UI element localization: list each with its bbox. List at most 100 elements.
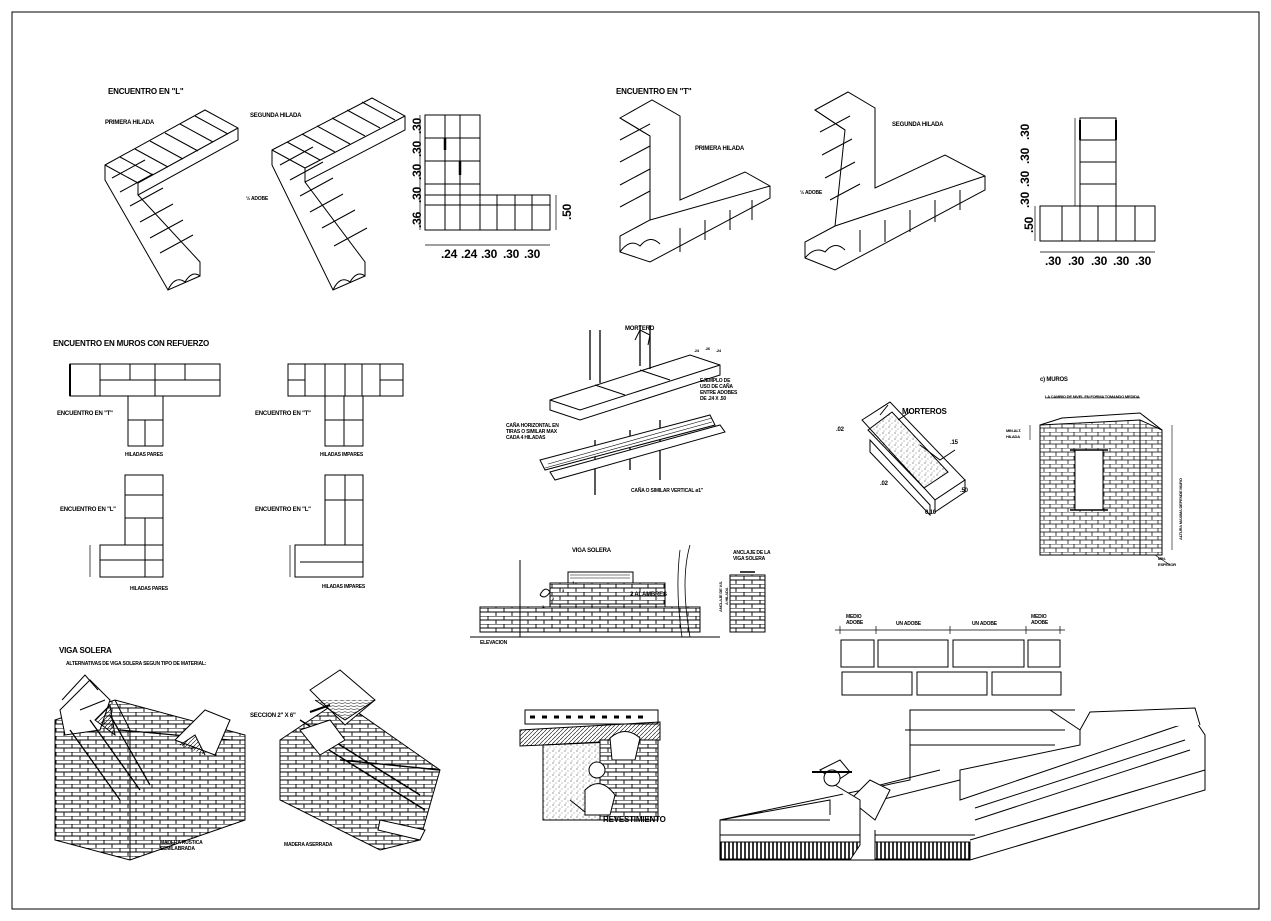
adobe-layout-diagram <box>835 626 1065 696</box>
anchor-title-line-1: ANCLAJE DE LA <box>733 550 771 556</box>
coating-title: REVESTIMIENTO <box>603 815 666 824</box>
l-dim-h-4: .30 <box>503 247 520 261</box>
cane-reinforcement-isometric <box>539 325 726 495</box>
t-junction-plan-grid <box>1034 117 1156 253</box>
cane-example-line-4: DE .24 X .50 <box>700 396 726 402</box>
t-dim-v-4: .30 <box>1018 191 1032 208</box>
reinforced-t-odd-plan <box>287 363 404 447</box>
bond-beam-title: VIGA SOLERA <box>59 646 112 655</box>
mortars-isometric <box>861 401 966 517</box>
l-dim-h-3: .30 <box>481 247 498 261</box>
cane-dim-1: .24 <box>694 348 699 353</box>
l-half-adobe-label: ½ ADOBE <box>246 196 269 202</box>
l-first-course-label: PRIMERA HILADA <box>105 120 154 126</box>
walls-bottom-line-2: ESPESOR <box>1158 562 1176 567</box>
anchor-title-line-2: VIGA SOLERA <box>733 556 766 562</box>
odd-courses-label-2: HILADAS IMPARES <box>322 584 366 590</box>
rustic-wood-line-2: SEMILABRADA <box>160 846 195 852</box>
adobe-wall-construction-isometric <box>719 707 1206 861</box>
walls-left-line-1: MIN.ALT. <box>1006 428 1021 433</box>
mortars-dim-4: .15 <box>950 440 958 446</box>
rustic-wood-note: MADERA RUSTICA SEMILABRADA <box>160 840 203 852</box>
l-dim-v-4: .30 <box>410 186 424 203</box>
reinforced-t-even-label: ENCUENTRO EN "T" <box>57 411 113 417</box>
sheet-border <box>11 11 1260 910</box>
cane-example-line-1: EJEMPLO DE <box>700 378 731 384</box>
bond-beam-elevation <box>470 544 766 638</box>
elev-num-1: 1 <box>542 604 545 609</box>
rustic-wood-line-1: MADERA RUSTICA <box>160 840 203 846</box>
mortars-title: MORTEROS <box>902 407 947 416</box>
cane-horizontal-line-3: CADA 4 HILADAS <box>506 435 546 441</box>
cane-example-line-2: USO DE CAÑA <box>700 384 733 390</box>
l-dim-h-1: .24 <box>441 247 458 261</box>
mortars-dim-5: 0.10 <box>925 510 936 516</box>
l-dim-v-3: .30 <box>410 163 424 180</box>
l-junction-title: ENCUENTRO EN "L" <box>108 87 184 96</box>
t-dim-v-3: .30 <box>1018 170 1032 187</box>
layout-half-adobe-left: MEDIO ADOBE <box>846 614 863 626</box>
cane-dim-2: .26 <box>705 346 710 351</box>
reinforced-t-odd-label: ENCUENTRO EN "T" <box>255 411 311 417</box>
t-dim-v-1: .30 <box>1018 123 1032 140</box>
walls-bottom-note: MIN. ESPESOR <box>1158 556 1176 568</box>
mortar-label: MORTERO <box>625 326 655 332</box>
l-dim-v-5: .36 <box>410 211 424 228</box>
reinforced-l-odd-plan <box>289 474 364 578</box>
reinforced-l-odd-label: ENCUENTRO EN "L" <box>255 507 311 513</box>
walls-left-line-2: HILADA <box>1006 434 1020 439</box>
even-courses-label-2: HILADAS PARES <box>130 586 168 592</box>
elev-num-2: 2 <box>552 596 555 601</box>
t-junction-title: ENCUENTRO EN "T" <box>616 87 692 96</box>
layout-half-left-line-2: ADOBE <box>846 620 864 626</box>
layout-half-right-line-1: MEDIO <box>1031 614 1047 620</box>
elev-num-3: 3 <box>562 588 565 593</box>
l-dim-v-2: .30 <box>410 140 424 157</box>
cane-example-line-3: ENTRE ADOBES <box>700 390 738 396</box>
layout-one-adobe-2: UN ADOBE <box>972 621 997 627</box>
mortars-dim-2: .02 <box>880 481 888 487</box>
t-dim-h-2: .30 <box>1068 254 1085 268</box>
reinforced-l-even-label: ENCUENTRO EN "L" <box>60 507 116 513</box>
odd-courses-label: HILADAS IMPARES <box>320 452 364 458</box>
elev-wires-label: 2 ALAMBRES <box>630 592 667 598</box>
t-dim-h-4: .30 <box>1113 254 1130 268</box>
cane-vertical-note: CAÑA O SIMILAR VERTICAL ø1" <box>631 488 703 494</box>
sawn-wood-label: MADERA ASERRADA <box>284 842 333 848</box>
l-dim-h-5: .30 <box>524 247 541 261</box>
layout-one-adobe-1: UN ADOBE <box>896 621 921 627</box>
l-second-course-label: SEGUNDA HILADA <box>250 113 302 119</box>
t-dim-h-1: .30 <box>1045 254 1062 268</box>
bond-beam-subtitle: ALTERNATIVAS DE VIGA SOLERA SEGUN TIPO D… <box>66 661 207 667</box>
l-dim-h-2: .24 <box>461 247 478 261</box>
reinforced-l-even-plan <box>89 474 164 578</box>
cane-dim-3: .24 <box>716 348 721 353</box>
t-dim-h-5: .30 <box>1135 254 1152 268</box>
t-first-course-label: PRIMERA HILADA <box>695 146 744 152</box>
coating-drawing <box>519 709 661 821</box>
t-junction-first-course-drawing <box>619 99 771 263</box>
t-dim-h-3: .30 <box>1091 254 1108 268</box>
cane-horizontal-line-1: CAÑA HORIZONTAL EN <box>506 423 559 429</box>
layout-half-left-line-1: MEDIO <box>846 614 862 620</box>
t-junction-second-course-drawing <box>804 91 986 271</box>
elev-elevation-label: ELEVACION <box>480 640 507 646</box>
walls-title: c) MUROS <box>1040 377 1068 383</box>
t-second-course-label: SEGUNDA HILADA <box>892 122 944 128</box>
elev-num-4: 4 <box>572 580 575 585</box>
bond-beam-section-label: SECCION 2" X 6" <box>250 713 296 719</box>
layout-half-right-line-2: ADOBE <box>1031 620 1049 626</box>
layout-half-adobe-right: MEDIO ADOBE <box>1031 614 1048 626</box>
l-junction-plan-grid <box>419 114 557 246</box>
cane-horizontal-note: CAÑA HORIZONTAL EN TIRAS O SIMILAR MAX C… <box>506 423 559 441</box>
walls-top-note: LA CAMBIO DE NIVEL EN FORMA TOMANDO MEDI… <box>1045 394 1140 399</box>
t-dim-v-2: .30 <box>1018 147 1032 164</box>
even-courses-label: HILADAS PARES <box>125 452 163 458</box>
elev-bond-beam-label: VIGA SOLERA <box>572 548 611 554</box>
walls-right-note: ALTURA MAXIMA DEPENDE MURO <box>1178 478 1183 540</box>
brick-wall-drawing <box>1029 397 1173 566</box>
t-dim-left: .50 <box>1022 216 1036 233</box>
rustic-wood-bond-beam-drawing <box>54 674 246 861</box>
walls-bottom-line-1: MIN. <box>1158 556 1166 561</box>
